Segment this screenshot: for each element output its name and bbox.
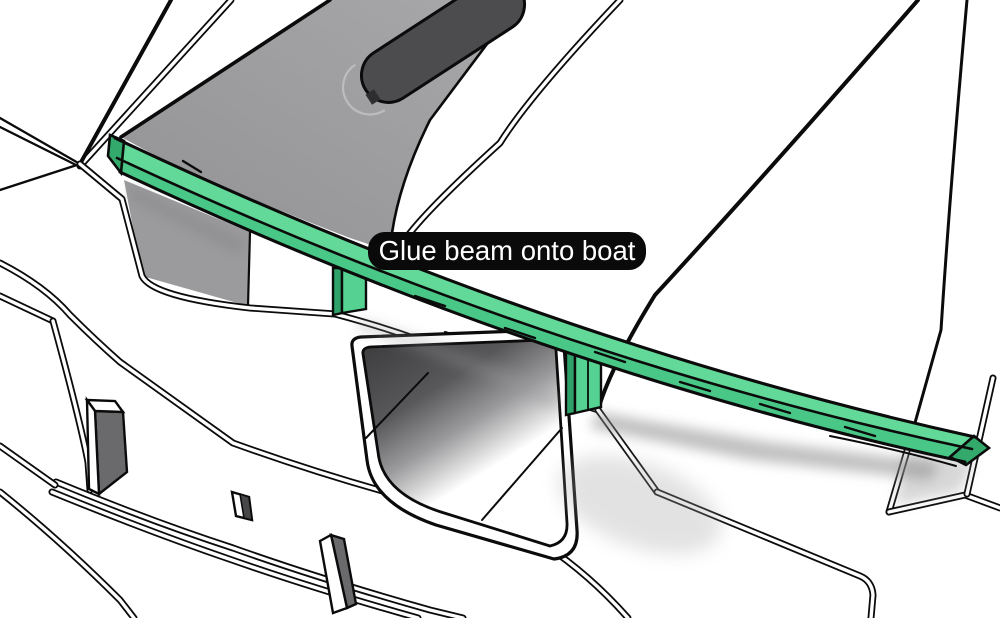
deck-ridge-line xyxy=(78,0,173,166)
cockpit-right-edge xyxy=(596,0,920,412)
annotation-callout: Glue beam onto boat xyxy=(368,232,646,270)
hull-shadow xyxy=(558,455,722,555)
beam-front-face xyxy=(117,158,972,462)
glue-beam xyxy=(106,133,992,467)
left-fin xyxy=(84,396,129,497)
beam-notch-marks xyxy=(181,159,877,438)
far-wall-right-edge xyxy=(390,0,522,235)
beam-shadow-left xyxy=(128,185,245,254)
beam-bottom-edge xyxy=(118,170,967,464)
beam-mid-edge xyxy=(115,156,974,451)
beam-right-end xyxy=(947,434,992,467)
wall-notch xyxy=(365,89,381,105)
beam-underside-edge xyxy=(829,435,957,467)
right-fin-front-face xyxy=(318,533,349,615)
support-tab-right xyxy=(564,346,603,417)
annotation-bubble xyxy=(368,232,646,270)
small-slot xyxy=(230,490,254,522)
beam-shadow-right xyxy=(590,412,940,480)
shadows xyxy=(128,185,975,555)
beam-tip-shadow xyxy=(895,450,975,505)
far-wall-top-edge xyxy=(119,0,332,139)
beam-top-edge xyxy=(113,136,977,439)
cockpit-far-wall xyxy=(119,0,527,252)
left-fin-front-face xyxy=(85,396,101,496)
annotation-text: Glue beam onto boat xyxy=(379,235,636,266)
handle-slot xyxy=(341,0,527,116)
right-fin xyxy=(318,533,358,615)
near-wall-end-edge xyxy=(246,230,252,308)
right-plank-line xyxy=(888,0,969,514)
beam-shadow-mid xyxy=(356,318,560,410)
